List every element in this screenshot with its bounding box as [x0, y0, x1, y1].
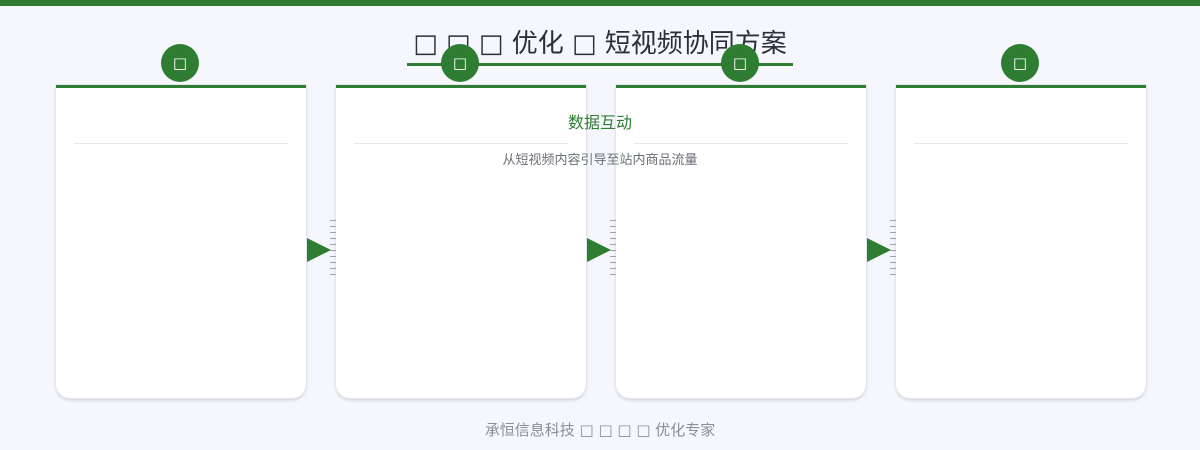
card-divider — [634, 143, 848, 144]
arrow-right-icon — [867, 238, 891, 262]
arrow-right-icon — [307, 238, 331, 262]
step-2-icon: □ — [441, 44, 479, 82]
step-card-2 — [336, 85, 586, 398]
card-divider — [74, 143, 288, 144]
card-divider — [914, 143, 1128, 144]
card-divider — [354, 143, 568, 144]
step-card-3 — [616, 85, 866, 398]
connector-ticks — [610, 220, 616, 280]
connector-ticks — [890, 220, 896, 280]
card-description: 从短视频内容引导至站内商品流量 — [502, 153, 698, 168]
top-accent-bar — [0, 0, 1200, 6]
step-4-icon: □ — [1001, 44, 1039, 82]
arrow-right-icon — [587, 238, 611, 262]
card-title: 数据互动 — [567, 113, 632, 132]
step-card-4 — [896, 85, 1146, 398]
step-1-icon: □ — [161, 44, 199, 82]
footer-text: 承恒信息科技 □ □ □ □ 优化专家 — [484, 421, 716, 439]
connector-ticks — [330, 220, 336, 280]
step-3-icon: □ — [721, 44, 759, 82]
step-card-1 — [56, 85, 306, 398]
